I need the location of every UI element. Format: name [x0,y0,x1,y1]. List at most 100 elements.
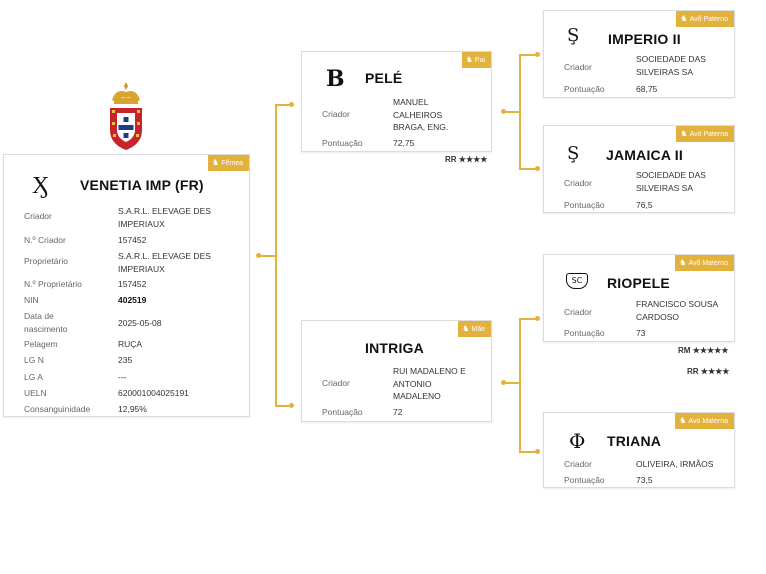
brand-mark-icon: Ӽ [32,171,50,199]
maternal-grandsire-tag: ♞Avô Materno [675,255,734,271]
sire-tag: ♞Pai [461,52,491,68]
dam-rating: RR ★★★★ [687,367,730,376]
brand-mark-icon: Ş [567,143,580,164]
connector-line [259,255,275,257]
field-value: S.A.R.L. ELEVAGE DES IMPERIAUX [118,251,211,274]
field-value: 72 [393,407,403,417]
paternal-grandsire-card[interactable]: ♞Avô Paterno Ş IMPERIO II Criador SOCIED… [543,10,735,98]
connector-dot [256,253,261,258]
gender-tag: ♞Fêmea [208,155,249,171]
field-value: 73,5 [636,475,653,485]
field-label: Pontuação [322,138,363,148]
field-value: RUI MADALENO E ANTONIO MADALENO [393,366,466,401]
field-value: 12,95% [118,404,147,414]
sire-rating: RR ★★★★ [445,155,488,164]
field-value: 73 [636,328,646,338]
field-label: N.º Criador [24,235,66,245]
maternal-grandsire-rating: RM ★★★★★ [678,346,729,355]
nin-value: 402519 [118,295,147,305]
field-label: Criador [322,109,350,119]
field-value: 68,75 [636,84,658,94]
connector-dot [501,109,506,114]
field-label: LG N [24,355,44,365]
field-value: 235 [118,355,133,365]
connector-dot [289,403,294,408]
field-value: 620001004025191 [118,388,189,398]
field-value: --- [118,372,127,382]
field-label: Criador [24,211,52,221]
brand-mark-icon: Φ [569,429,586,453]
horse-name: TRIANA [607,433,662,449]
maternal-grandmother-card[interactable]: ♞Avó Materna Φ TRIANA Criador OLIVEIRA, … [543,412,735,488]
horse-name: PELÉ [365,70,403,86]
paternal-grandmother-tag: ♞Avó Paterna [676,126,734,142]
connector-dot [289,102,294,107]
brand-mark-icon: SC [566,273,588,289]
field-label: Proprietário [24,256,68,266]
field-label: Criador [564,62,592,72]
horse-name: RIOPELE [607,275,670,291]
field-label: Pelagem [24,339,58,349]
horse-name: INTRIGA [365,340,424,356]
maternal-grandmother-tag: ♞Avó Materna [675,413,734,429]
field-value: OLIVEIRA, IRMÃOS [636,459,714,469]
field-label: Criador [564,459,592,469]
connector-line [519,168,537,170]
dam-card[interactable]: ♞Mãe INTRIGA Criador RUI MADALENO E ANTO… [301,320,492,422]
connector-line [504,111,520,113]
horse-icon: ♞ [212,158,220,167]
horse-icon: ♞ [679,416,687,425]
field-value: 2025-05-08 [118,318,162,328]
field-label: UELN [24,388,47,398]
field-label: Criador [564,307,592,317]
maternal-grandsire-card[interactable]: ♞Avô Materno SC RIOPELE Criador FRANCISC… [543,254,735,342]
field-label: Consanguinidade [24,404,91,414]
horse-icon: ♞ [680,14,688,23]
connector-line [519,54,537,56]
brand-mark-icon: Ş [567,25,580,46]
horse-name: JAMAICA II [606,147,683,163]
field-value: FRANCISCO SOUSA CARDOSO [636,299,718,322]
field-label: Pontuação [564,475,605,485]
field-label: NIN [24,295,39,305]
horse-icon: ♞ [679,258,687,267]
field-value: S.A.R.L. ELEVAGE DES IMPERIAUX [118,206,211,229]
connector-line [519,318,537,320]
field-label: Data de nascimento [24,311,68,334]
connector-line [275,104,277,406]
field-value: 157452 [118,235,147,245]
connector-line [504,382,520,384]
field-value: RUÇA [118,339,143,349]
connector-dot [535,316,540,321]
coat-of-arms-logo [110,82,142,150]
connector-line [275,104,291,106]
sire-card[interactable]: ♞Pai B PELÉ Criador MANUEL CALHEIROS BRA… [301,51,492,152]
connector-dot [501,380,506,385]
horse-icon: ♞ [680,129,688,138]
horse-name: IMPERIO II [608,31,681,47]
field-value: SOCIEDADE DAS SILVEIRAS SA [636,54,706,77]
field-label: LG A [24,372,43,382]
horse-name: VENETIA IMP (FR) [80,177,204,193]
field-label: Criador [564,178,592,188]
field-label: Pontuação [564,200,605,210]
field-value: 76,5 [636,200,653,210]
field-label: Pontuação [564,328,605,338]
connector-line [519,451,537,453]
connector-dot [535,52,540,57]
main-horse-card[interactable]: ♞Fêmea Ӽ VENETIA IMP (FR) Criador S.A.R.… [3,154,250,417]
horse-icon: ♞ [465,55,473,64]
field-label: Pontuação [564,84,605,94]
horse-icon: ♞ [462,324,470,333]
paternal-grandsire-tag: ♞Avô Paterno [676,11,734,27]
field-value: SOCIEDADE DAS SILVEIRAS SA [636,170,706,193]
dam-tag: ♞Mãe [458,321,491,337]
field-label: N.º Proprietário [24,279,82,289]
brand-mark-icon: B [326,66,345,92]
connector-line [519,54,521,169]
connector-dot [535,166,540,171]
field-value: MANUEL CALHEIROS BRAGA, ENG. [393,97,449,132]
field-value: 157452 [118,279,147,289]
field-label: Pontuação [322,407,363,417]
paternal-grandmother-card[interactable]: ♞Avó Paterna Ş JAMAICA II Criador SOCIED… [543,125,735,213]
